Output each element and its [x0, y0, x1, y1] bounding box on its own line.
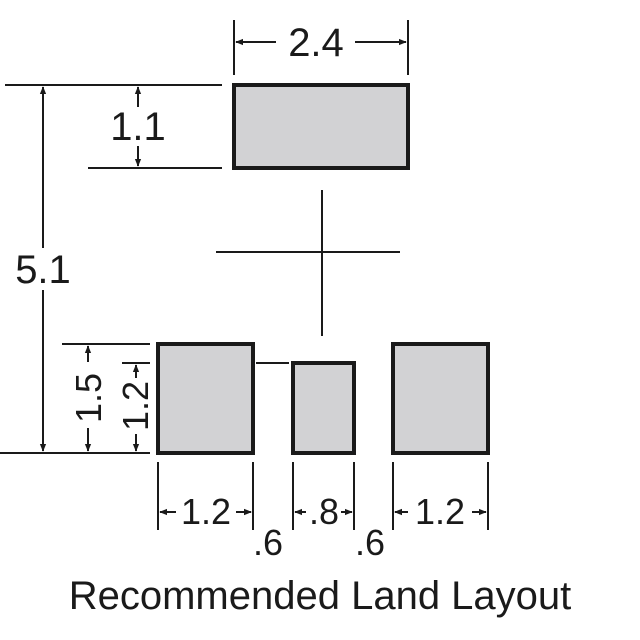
bottom-left-pad: [156, 342, 255, 455]
bottom-right-pad: [391, 342, 490, 455]
dim-center-pad-width: .8: [309, 491, 339, 532]
dim-overall-height: 5.1: [15, 248, 71, 292]
dim-bottom-pad-height-outer: 1.5: [68, 373, 109, 423]
dim-right-pad-width: 1.2: [415, 491, 465, 532]
dim-left-pad-width: 1.2: [181, 491, 231, 532]
dim-top-pad-height: 1.1: [110, 105, 166, 149]
dim-gap-right: .6: [355, 522, 385, 563]
dim-top-pad-width: 2.4: [288, 21, 344, 65]
dim-bottom-pad-height-inner: 1.2: [115, 381, 156, 431]
top-pad: [232, 83, 410, 170]
dim-gap-left: .6: [253, 522, 283, 563]
bottom-center-pad: [291, 361, 356, 455]
diagram-caption: Recommended Land Layout: [68, 574, 572, 618]
